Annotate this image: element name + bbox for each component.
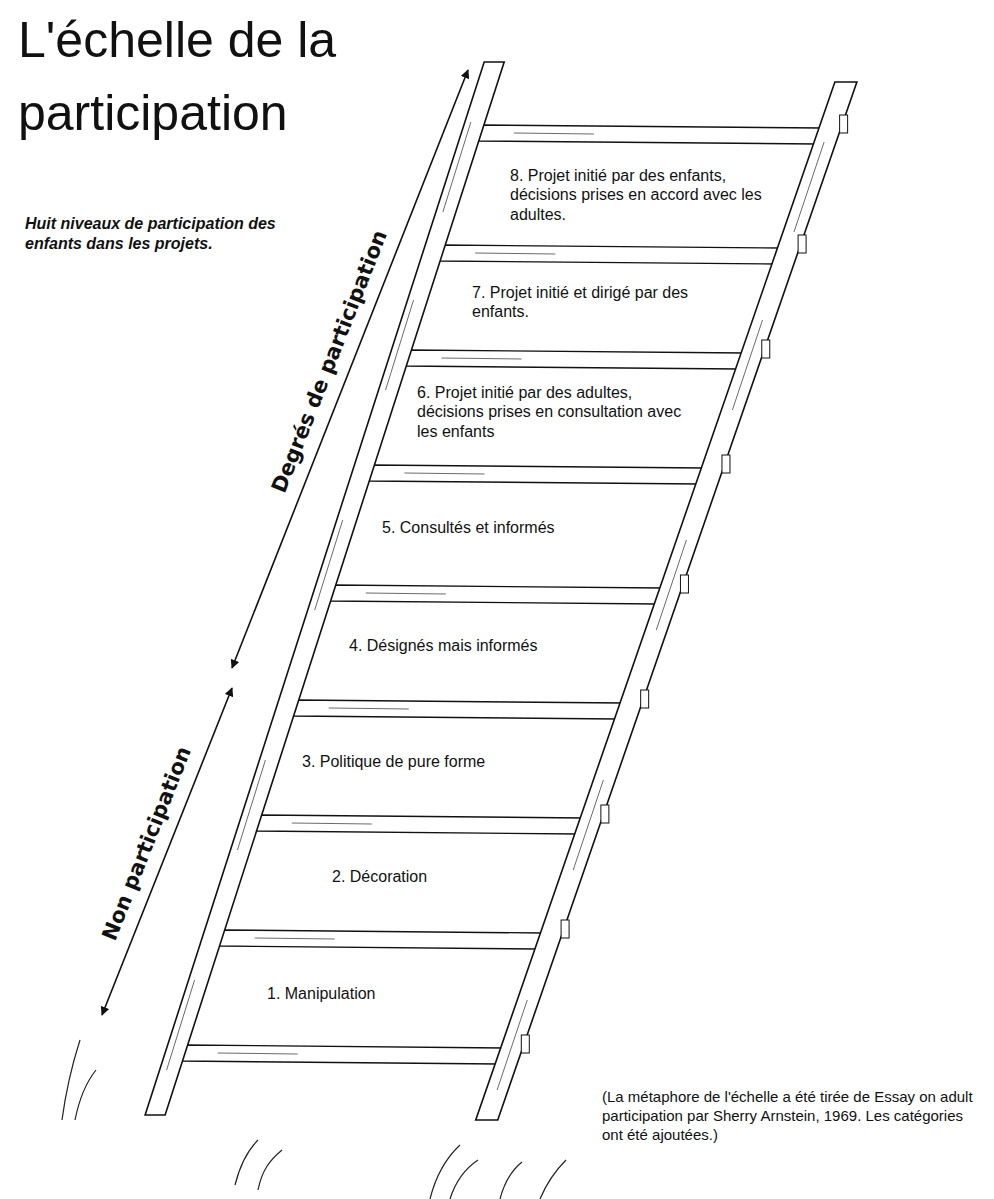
ladder-rung bbox=[292, 700, 623, 719]
ladder-rung bbox=[255, 815, 584, 834]
wood-grain bbox=[475, 253, 555, 254]
wood-grain bbox=[794, 142, 824, 232]
step-label: 4. Désignés mais informés bbox=[349, 636, 615, 655]
ladder-rung bbox=[438, 245, 780, 264]
wood-grain bbox=[315, 520, 343, 610]
ladder-step: 2. Décoration bbox=[330, 865, 535, 888]
ladder-rung bbox=[181, 1045, 504, 1064]
ladder-rung bbox=[477, 125, 822, 144]
grass bbox=[62, 1040, 566, 1199]
step-label: 5. Consultés et informés bbox=[382, 518, 656, 537]
ladder-rung bbox=[329, 585, 663, 604]
rail-bracket bbox=[680, 575, 688, 593]
wood-grain bbox=[443, 122, 471, 212]
ladder-rung bbox=[367, 465, 704, 484]
non-participation-arrow bbox=[102, 688, 232, 1015]
wood-grain bbox=[732, 320, 762, 410]
rail-bracket bbox=[641, 690, 649, 708]
rail-bracket bbox=[561, 920, 569, 938]
wood-grain bbox=[573, 780, 603, 870]
rail-bracket bbox=[840, 115, 848, 133]
subtitle: Huit niveaux de participation des enfant… bbox=[25, 214, 325, 254]
wood-grain bbox=[514, 133, 594, 134]
ladder-rung bbox=[404, 350, 744, 369]
rail-bracket bbox=[521, 1035, 529, 1053]
wood-grain bbox=[237, 760, 265, 850]
wood-grain bbox=[329, 708, 409, 709]
wood-grain bbox=[292, 823, 372, 824]
source-note: (La métaphore de l'échelle a été tirée d… bbox=[602, 1088, 986, 1144]
wood-grain bbox=[404, 473, 484, 474]
wood-grain bbox=[218, 1053, 298, 1054]
title: L'échelle de la participation bbox=[18, 4, 488, 149]
wood-grain bbox=[386, 300, 414, 390]
rail-bracket bbox=[601, 805, 609, 823]
step-label: 7. Projet initié et dirigé par des enfan… bbox=[472, 283, 734, 321]
axis-label: Non participation bbox=[98, 743, 198, 944]
ladder-step: 5. Consultés et informés bbox=[380, 516, 658, 539]
rail-bracket bbox=[798, 235, 806, 253]
ladder-step: 1. Manipulation bbox=[265, 982, 497, 1005]
rail-bracket bbox=[762, 340, 770, 358]
wood-grain bbox=[167, 980, 195, 1070]
step-label: 1. Manipulation bbox=[267, 984, 495, 1003]
ladder-step: 8. Projet initié par des enfants, décisi… bbox=[508, 164, 770, 226]
wood-grain bbox=[255, 938, 335, 939]
wood-grain bbox=[366, 593, 446, 594]
step-label: 6. Projet initié par des adultes, décisi… bbox=[417, 383, 691, 441]
degree-arrow bbox=[232, 70, 468, 668]
rail-bracket bbox=[722, 455, 730, 473]
ladder-step: 4. Désignés mais informés bbox=[347, 634, 617, 657]
wood-grain bbox=[441, 358, 521, 359]
ladder-step: 7. Projet initié et dirigé par des enfan… bbox=[470, 281, 736, 323]
ladder-rail bbox=[476, 82, 857, 1120]
ladder-rung bbox=[218, 930, 544, 949]
step-label: 8. Projet initié par des enfants, décisi… bbox=[510, 166, 768, 224]
step-label: 2. Décoration bbox=[332, 867, 533, 886]
step-label: 3. Politique de pure forme bbox=[302, 752, 573, 771]
ladder-step: 3. Politique de pure forme bbox=[300, 750, 575, 773]
ladder-step: 6. Projet initié par des adultes, décisi… bbox=[415, 381, 693, 443]
